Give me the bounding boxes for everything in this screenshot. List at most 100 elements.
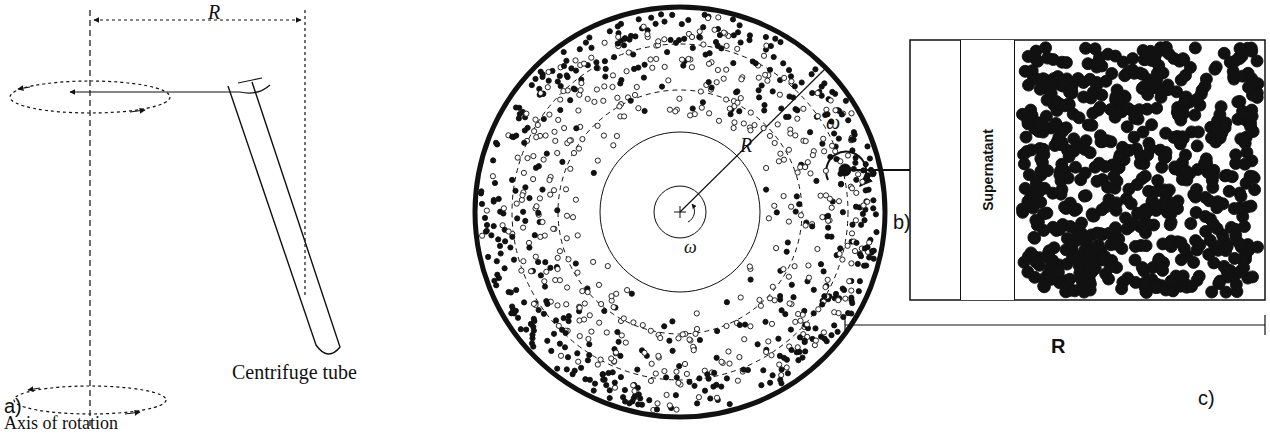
particle: [541, 311, 546, 316]
particle: [1084, 73, 1096, 85]
particle: [706, 376, 711, 381]
particle: [811, 311, 816, 316]
particle: [1192, 126, 1204, 138]
particle: [495, 272, 500, 277]
particle: [521, 170, 526, 175]
particle: [479, 189, 484, 194]
particle: [531, 154, 536, 159]
particle: [712, 370, 717, 375]
particle: [540, 187, 545, 192]
particle: [806, 263, 811, 268]
particle: [555, 150, 560, 155]
particle: [1134, 207, 1146, 219]
particle: [579, 365, 584, 370]
particle: [761, 53, 766, 58]
particle: [641, 75, 646, 80]
particle: [560, 159, 565, 164]
particle: [1022, 118, 1034, 130]
radius-label: R: [208, 2, 220, 22]
particle: [784, 357, 789, 362]
particle: [769, 321, 774, 326]
particle: [684, 371, 689, 376]
panel-b: [475, 7, 885, 417]
particle: [871, 206, 876, 211]
particle: [737, 23, 742, 28]
particle: [548, 265, 553, 270]
particle: [510, 234, 515, 239]
particle: [1054, 187, 1066, 199]
particle: [587, 342, 592, 347]
particle: [836, 298, 841, 303]
particle: [687, 337, 692, 342]
particle: [1129, 240, 1141, 252]
particle: [621, 43, 626, 48]
particle: [1178, 54, 1190, 66]
particle: [555, 366, 560, 371]
particle: [1150, 204, 1162, 216]
particle: [761, 368, 766, 373]
particle: [737, 322, 742, 327]
particle: [874, 230, 879, 235]
particle: [1064, 273, 1076, 285]
particle: [748, 277, 753, 282]
particle: [1084, 147, 1096, 159]
particle: [854, 190, 859, 195]
particle: [1075, 174, 1087, 186]
particle: [585, 96, 590, 101]
particle: [763, 34, 768, 39]
particle: [558, 107, 563, 112]
particle: [735, 100, 740, 105]
particle: [786, 147, 791, 152]
particle: [792, 84, 797, 89]
particle: [1076, 217, 1088, 229]
particle: [1109, 238, 1121, 250]
particle: [765, 78, 770, 83]
particle: [731, 61, 736, 66]
particle: [565, 355, 570, 360]
particle: [1078, 190, 1090, 202]
particle: [802, 340, 807, 345]
particle: [1140, 240, 1152, 252]
particle: [521, 259, 526, 264]
particle: [589, 329, 594, 334]
particle: [674, 369, 679, 374]
particle: [785, 371, 790, 376]
particle: [724, 43, 729, 48]
particle: [514, 201, 519, 206]
particle: [642, 108, 647, 113]
particle: [522, 140, 527, 145]
particle: [774, 210, 779, 215]
particle: [555, 303, 560, 308]
particle: [544, 299, 549, 304]
particle: [1191, 93, 1203, 105]
particle: [1246, 73, 1258, 85]
particle: [847, 279, 852, 284]
particle: [770, 284, 775, 289]
particle: [577, 334, 582, 339]
particle: [649, 361, 654, 366]
particle: [519, 268, 524, 273]
particle: [1089, 43, 1101, 55]
particle: [1032, 216, 1044, 228]
particle: [508, 290, 513, 295]
particle: [1072, 250, 1084, 262]
particle: [1030, 177, 1042, 189]
particle: [564, 213, 569, 218]
particle: [804, 322, 809, 327]
particle: [564, 302, 569, 307]
particle: [580, 289, 585, 294]
particle: [538, 273, 543, 278]
particle: [1023, 79, 1035, 91]
particle: [491, 199, 496, 204]
particle: [522, 128, 527, 133]
particle: [778, 293, 783, 298]
particle: [621, 395, 626, 400]
particle: [547, 177, 552, 182]
particle: [502, 266, 507, 271]
particle: [1131, 179, 1143, 191]
particle: [521, 209, 526, 214]
particle: [1180, 92, 1192, 104]
particle: [803, 223, 808, 228]
particle: [768, 380, 773, 385]
particle: [530, 336, 535, 341]
